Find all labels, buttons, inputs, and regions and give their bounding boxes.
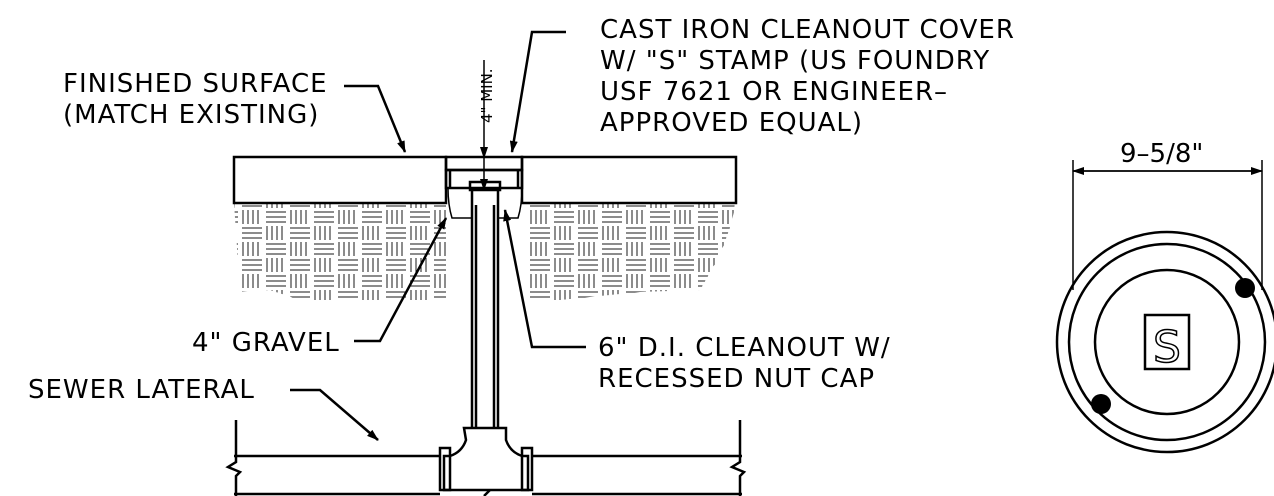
tee-fitting [442, 426, 530, 492]
s-stamp [1143, 313, 1191, 371]
finished-surface-paving [520, 155, 738, 205]
native-soil [234, 203, 446, 300]
gravel-label: 4" GRAVEL [192, 328, 340, 358]
cleanout-label: 6" D.I. CLEANOUT W/ [598, 333, 891, 363]
min-depth-label: 4" MIN. [478, 68, 496, 123]
cover-label: APPROVED EQUAL) [600, 108, 863, 138]
annotations: FINISHED SURFACE (MATCH EXISTING) CAST I… [28, 15, 1015, 405]
cover-label: W/ "S" STAMP (US FOUNDRY [600, 46, 990, 76]
gravel-bedding [447, 187, 473, 219]
section-view [225, 60, 747, 496]
s-stamp-letter: S [1153, 322, 1181, 373]
finished-surface-label: FINISHED SURFACE [63, 69, 328, 99]
finished-surface-label: (MATCH EXISTING) [63, 100, 319, 130]
diameter-dimension: 9–5/8" [1120, 139, 1203, 169]
cleanout-label: RECESSED NUT CAP [598, 364, 875, 394]
native-soil [526, 203, 735, 300]
finished-surface-paving [232, 155, 448, 205]
leader-lines [290, 30, 586, 496]
gravel-bedding [497, 187, 523, 219]
cover-label: USF 7621 OR ENGINEER– [600, 77, 948, 107]
plan-view-cover: 9–5/8" S [1055, 139, 1274, 454]
sewer-lateral-label: SEWER LATERAL [28, 375, 255, 405]
cover-label: CAST IRON CLEANOUT COVER [600, 15, 1015, 45]
recessed-nut-cap [468, 180, 502, 192]
